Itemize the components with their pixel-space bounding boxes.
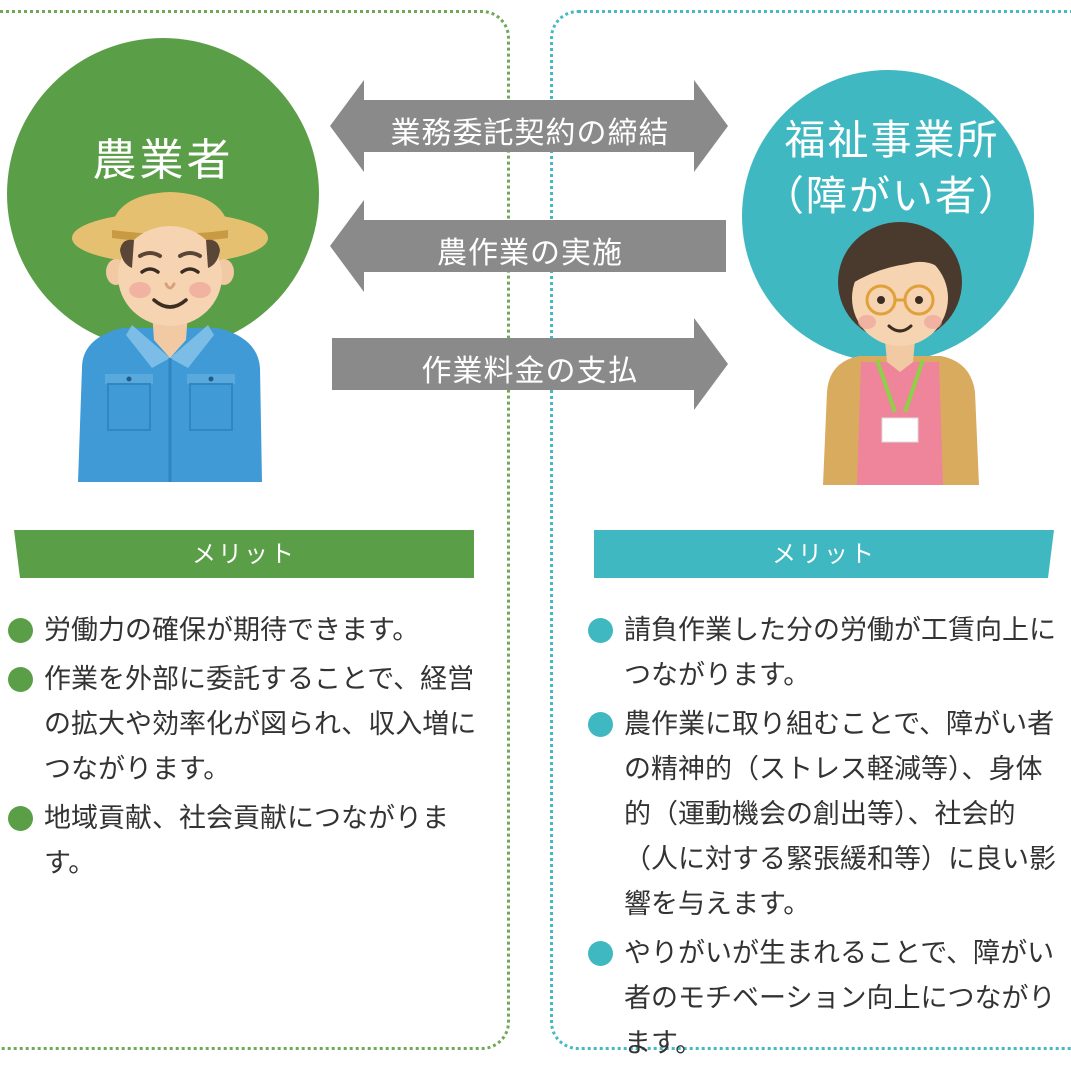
list-item: 地域貢献、社会貢献につながります。 xyxy=(8,796,496,886)
bullet-dot-icon xyxy=(8,618,33,643)
farm-work-arrow-label: 農作業の実施 xyxy=(437,236,623,271)
farmer-panel xyxy=(0,10,510,1050)
farmer-title: 農業者 xyxy=(92,135,234,186)
welfare-title: 福祉事業所 （障がい者） xyxy=(752,112,1032,224)
welfare-merit-text: やりがいが生まれることで、障がい者のモチベーション向上につながります。 xyxy=(624,938,1056,1059)
bullet-dot-icon xyxy=(8,667,33,692)
bullet-dot-icon xyxy=(8,806,33,831)
welfare-title-line2: （障がい者） xyxy=(763,172,1021,220)
welfare-merit-text: 農作業に取り組むことで、障がい者の精神的（ストレス軽減等）、身体的（運動機会の創… xyxy=(624,709,1056,920)
farmer-merit-text: 労働力の確保が期待できます。 xyxy=(44,615,420,646)
list-item: 請負作業した分の労働が工賃向上につながります。 xyxy=(588,608,1064,698)
payment-arrow-label: 作業料金の支払 xyxy=(421,354,639,389)
farmer-merit-text: 地域貢献、社会貢献につながります。 xyxy=(44,803,449,879)
welfare-panel xyxy=(550,10,1071,1050)
farmer-merit-text: 作業を外部に委託することで、経営の拡大や効率化が図られ、収入増につながります。 xyxy=(44,664,477,785)
list-item: やりがいが生まれることで、障がい者のモチベーション向上につながります。 xyxy=(588,931,1064,1066)
farmer-merit-header: メリット xyxy=(14,530,474,578)
bullet-dot-icon xyxy=(588,712,613,737)
list-item: 農作業に取り組むことで、障がい者の精神的（ストレス軽減等）、身体的（運動機会の創… xyxy=(588,702,1064,927)
payment-arrow xyxy=(332,318,728,410)
welfare-illustration xyxy=(823,222,979,485)
bullet-dot-icon xyxy=(588,941,613,966)
welfare-merit-text: 請負作業した分の労働が工賃向上につながります。 xyxy=(624,615,1056,691)
contract-arrow xyxy=(330,80,728,172)
farmer-illustration xyxy=(72,192,268,482)
welfare-merit-header: メリット xyxy=(594,530,1054,578)
welfare-title-line1: 福祉事業所 xyxy=(784,116,1000,164)
list-item: 作業を外部に委託することで、経営の拡大や効率化が図られ、収入増につながります。 xyxy=(8,657,496,792)
welfare-merit-list: 請負作業した分の労働が工賃向上につながります。 農作業に取り組むことで、障がい者… xyxy=(588,608,1064,1070)
contract-arrow-label: 業務委託契約の締結 xyxy=(390,116,670,151)
list-item: 労働力の確保が期待できます。 xyxy=(8,608,496,653)
farm-work-arrow xyxy=(330,200,726,292)
bullet-dot-icon xyxy=(588,618,613,643)
farmer-merit-list: 労働力の確保が期待できます。 作業を外部に委託することで、経営の拡大や効率化が図… xyxy=(8,608,496,890)
